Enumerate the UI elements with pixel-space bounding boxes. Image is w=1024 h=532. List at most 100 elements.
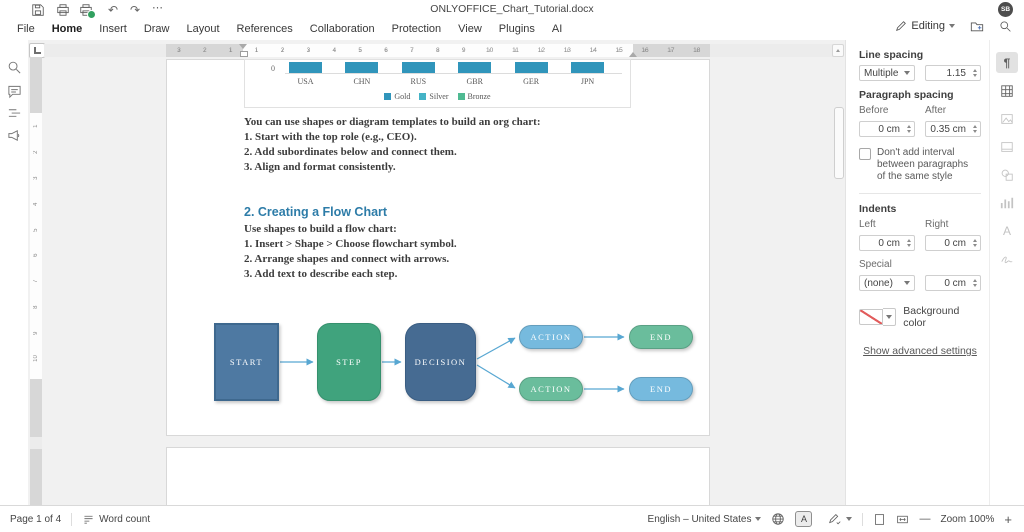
ruler-number: 2 bbox=[280, 47, 285, 54]
special-indent-spinner[interactable]: 0 cm bbox=[925, 275, 981, 291]
show-advanced-settings-link[interactable]: Show advanced settings bbox=[863, 345, 977, 357]
signature-settings-icon[interactable] bbox=[996, 248, 1018, 269]
flowchart-action-top-shape[interactable]: ACTION bbox=[519, 325, 583, 349]
chart-bar[interactable] bbox=[458, 62, 492, 73]
spinner-arrows-icon[interactable] bbox=[907, 239, 911, 247]
top-right-controls: Editing bbox=[895, 19, 1012, 33]
track-changes-button[interactable] bbox=[828, 512, 853, 526]
paragraph-settings-icon[interactable]: ¶ bbox=[996, 52, 1018, 73]
flowchart-action-bottom-shape[interactable]: ACTION bbox=[519, 377, 583, 401]
spacing-after-spinner[interactable]: 0.35 cm bbox=[925, 121, 981, 137]
zoom-in-button[interactable]: + bbox=[1004, 511, 1012, 527]
special-indent-select[interactable]: (none) bbox=[859, 275, 915, 291]
dont-add-interval-checkbox[interactable]: Don't add interval between paragraphs of… bbox=[859, 147, 979, 183]
spinner-arrows-icon[interactable] bbox=[973, 125, 977, 133]
menu-tab[interactable]: Collaboration bbox=[309, 22, 375, 35]
open-file-location-icon[interactable] bbox=[970, 19, 984, 33]
legend-label: Bronze bbox=[467, 92, 491, 101]
quick-print-badge bbox=[87, 10, 96, 19]
menu-tab[interactable]: File bbox=[17, 22, 35, 35]
background-color-dropdown[interactable] bbox=[882, 308, 897, 326]
save-icon[interactable] bbox=[31, 3, 45, 17]
flowchart-start-shape[interactable]: START bbox=[214, 323, 279, 401]
shape-settings-icon[interactable] bbox=[996, 164, 1018, 185]
checkbox-icon[interactable] bbox=[859, 148, 871, 160]
paragraph-settings-panel: Line spacing Multiple 1.15 Paragraph spa… bbox=[845, 40, 990, 505]
comments-icon[interactable] bbox=[7, 84, 22, 99]
chart-bar[interactable] bbox=[401, 62, 435, 73]
word-count-button[interactable]: Word count bbox=[82, 513, 150, 526]
menu-tab[interactable]: AI bbox=[551, 22, 563, 35]
flowchart-step-shape[interactable]: STEP bbox=[317, 323, 381, 401]
line-spacing-amount: 1.15 bbox=[946, 67, 966, 79]
redo-icon[interactable]: ↷ bbox=[129, 3, 141, 17]
chart-bar[interactable] bbox=[571, 62, 604, 73]
right-indent-marker[interactable] bbox=[629, 52, 637, 57]
print-icon[interactable] bbox=[56, 3, 70, 17]
chart-bars bbox=[245, 60, 630, 107]
line-spacing-spinner[interactable]: 1.15 bbox=[925, 65, 981, 81]
spacing-before-spinner[interactable]: 0 cm bbox=[859, 121, 915, 137]
menu-tab[interactable]: Protection bbox=[391, 22, 442, 35]
shape-label: ACTION bbox=[530, 384, 572, 394]
scrollbar-up-button[interactable] bbox=[832, 44, 844, 57]
spinner-arrows-icon[interactable] bbox=[973, 69, 977, 77]
image-settings-icon[interactable] bbox=[996, 108, 1018, 129]
page-indicator[interactable]: Page 1 of 4 bbox=[10, 513, 62, 525]
undo-icon[interactable]: ↶ bbox=[107, 3, 119, 17]
chart-bar[interactable] bbox=[514, 62, 548, 73]
menu-tab[interactable]: Insert bbox=[99, 22, 127, 35]
special-indent-amount: 0 cm bbox=[944, 277, 966, 289]
tab-stop-selector[interactable] bbox=[29, 43, 45, 58]
menu-tab[interactable]: Layout bbox=[186, 22, 220, 35]
find-icon[interactable] bbox=[7, 60, 22, 75]
page-2[interactable] bbox=[166, 447, 710, 505]
spell-checking-toggle[interactable]: A bbox=[795, 511, 813, 527]
spinner-arrows-icon[interactable] bbox=[973, 239, 977, 247]
search-icon[interactable] bbox=[999, 20, 1012, 33]
navigation-headings-icon[interactable] bbox=[7, 106, 22, 121]
chart-bar[interactable] bbox=[289, 62, 322, 73]
indent-left-spinner[interactable]: 0 cm bbox=[859, 235, 915, 251]
ruler-number: 1 bbox=[228, 47, 233, 54]
flowchart-end-top-shape[interactable]: END bbox=[629, 325, 693, 349]
quick-print-icon[interactable] bbox=[79, 3, 96, 19]
fit-page-icon[interactable] bbox=[873, 513, 886, 526]
ruler-number: 16 bbox=[641, 47, 649, 54]
fit-width-icon[interactable] bbox=[896, 513, 909, 526]
set-document-language-icon[interactable] bbox=[771, 512, 785, 526]
menu-tab[interactable]: Home bbox=[51, 22, 83, 35]
line-spacing-select[interactable]: Multiple bbox=[859, 65, 915, 81]
menu-tab[interactable]: Draw bbox=[143, 22, 170, 35]
language-selector[interactable]: English – United States bbox=[648, 514, 762, 525]
paragraph-spacing-label: Paragraph spacing bbox=[859, 89, 954, 101]
textart-settings-icon[interactable]: A bbox=[1002, 223, 1011, 238]
menu-tab[interactable]: Plugins bbox=[498, 22, 535, 35]
scrollbar-thumb[interactable] bbox=[834, 107, 844, 179]
left-indent-marker[interactable] bbox=[240, 51, 248, 57]
header-footer-settings-icon[interactable] bbox=[996, 136, 1018, 157]
menu-tab[interactable]: References bbox=[236, 22, 293, 35]
chart-bar[interactable] bbox=[345, 62, 379, 73]
spinner-arrows-icon[interactable] bbox=[907, 125, 911, 133]
feedback-icon[interactable] bbox=[7, 128, 22, 143]
first-line-indent-marker[interactable] bbox=[239, 44, 247, 49]
flowchart-decision-shape[interactable]: DECISION bbox=[405, 323, 476, 401]
chart-settings-icon[interactable] bbox=[996, 192, 1018, 213]
menu-tab[interactable]: View bbox=[458, 22, 482, 35]
zoom-out-button[interactable]: — bbox=[919, 513, 931, 525]
table-settings-icon[interactable] bbox=[996, 80, 1018, 101]
editing-mode-dropdown[interactable]: Editing bbox=[895, 20, 955, 32]
before-label: Before bbox=[859, 105, 889, 116]
indent-right-spinner[interactable]: 0 cm bbox=[925, 235, 981, 251]
chart-category-label: CHN bbox=[353, 77, 371, 86]
text-line: 3. Add text to describe each step. bbox=[244, 268, 398, 280]
background-color-swatch[interactable] bbox=[859, 309, 883, 325]
avatar[interactable]: SB bbox=[998, 2, 1013, 17]
flowchart-end-bottom-shape[interactable]: END bbox=[629, 377, 693, 401]
more-actions-icon[interactable]: ⋯ bbox=[152, 2, 164, 14]
spinner-arrows-icon[interactable] bbox=[973, 279, 977, 287]
